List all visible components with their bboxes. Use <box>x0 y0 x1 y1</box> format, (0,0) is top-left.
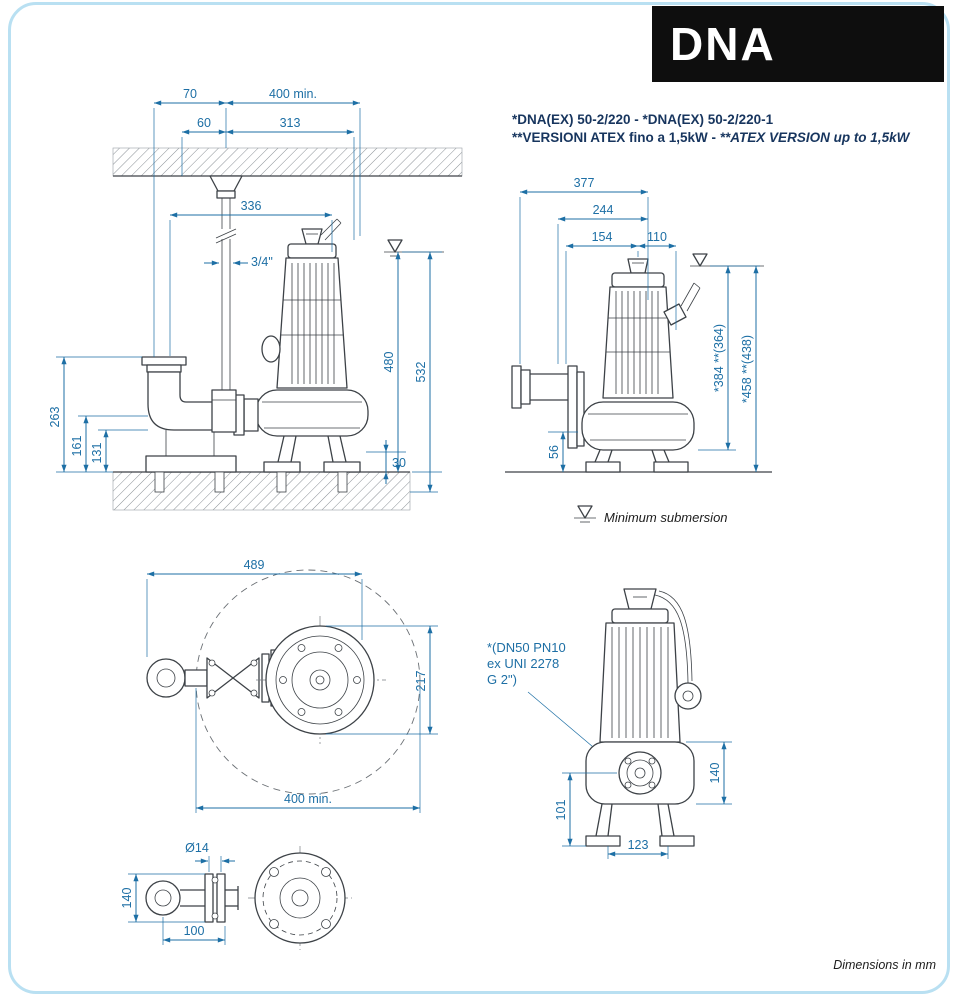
series-name: DNA <box>670 18 776 70</box>
submersible-pump-side <box>581 258 701 473</box>
dimensions-coupling: Ø14 140 100 <box>120 841 235 945</box>
coupling-plan <box>146 649 279 707</box>
dim-30: 30 <box>392 456 406 470</box>
water-level-icon <box>574 505 596 523</box>
model-designations: *DNA(EX) 50-2/220 - *DNA(EX) 50-2/220-1 <box>512 112 774 127</box>
dim-100: 100 <box>184 924 205 938</box>
submersible-pump <box>211 218 369 493</box>
dim-480: 480 <box>382 352 396 373</box>
dim-313: 313 <box>280 116 301 130</box>
guide-pipe <box>209 175 243 392</box>
dim-489: 489 <box>244 558 265 572</box>
dim-56: 56 <box>547 445 561 459</box>
coupling-side <box>145 873 239 923</box>
dim-532: 532 <box>414 362 428 383</box>
dimensions-plan: 489 217 400 min. <box>146 558 438 813</box>
atex-note-it: **VERSIONI ATEX fino a 1,5kW - <box>512 130 720 145</box>
dim-110: 110 <box>647 230 667 244</box>
pump-front <box>585 588 702 847</box>
water-level-icon <box>384 239 444 257</box>
dimensions-side: 377 244 154 110 *384 **(364) *458 **(438… <box>519 176 760 472</box>
units-note: Dimensions in mm <box>833 958 936 972</box>
dim-hole-dia-14: Ø14 <box>185 841 209 855</box>
page-border <box>8 2 950 994</box>
dim-244: 244 <box>593 203 614 217</box>
dim-161: 161 <box>70 436 84 457</box>
dim-123: 123 <box>628 838 649 852</box>
atex-note: **VERSIONI ATEX fino a 1,5kW - **ATEX VE… <box>512 130 911 145</box>
installation-view: 70 400 min. 60 313 336 3/4" 480 532 <box>48 87 463 511</box>
dimensions-front: 140 101 123 <box>554 741 732 859</box>
note-line-1: *(DN50 PN10 <box>487 640 566 655</box>
dim-263: 263 <box>48 407 62 428</box>
dim-101: 101 <box>554 800 568 821</box>
dim-70: 70 <box>183 87 197 101</box>
atex-note-en: **ATEX VERSION up to 1,5kW <box>720 130 911 145</box>
dn50-note: *(DN50 PN10 ex UNI 2278 G 2") <box>487 640 613 764</box>
dim-140-coupling: 140 <box>120 888 134 909</box>
ceiling-slab <box>112 147 463 177</box>
coupling-view: Ø14 140 100 <box>120 841 352 950</box>
dim-217: 217 <box>414 671 428 692</box>
outlet-elbow <box>511 365 585 449</box>
plan-view: 489 217 400 min. <box>146 558 438 813</box>
note-line-2: ex UNI 2278 <box>487 656 559 671</box>
dim-154: 154 <box>592 230 613 244</box>
minimum-submersion-legend: Minimum submersion <box>574 505 728 525</box>
dimensions-installation: 70 400 min. 60 313 336 3/4" 480 532 <box>48 87 442 493</box>
water-level-icon <box>690 253 764 267</box>
dim-guide-pipe: 3/4" <box>251 255 273 269</box>
dim-384: *384 **(364) <box>712 324 726 392</box>
dim-400-min-plan: 400 min. <box>284 792 332 806</box>
dim-400-min: 400 min. <box>269 87 317 101</box>
dim-131: 131 <box>90 443 104 464</box>
dim-377: 377 <box>574 176 595 190</box>
dim-458: *458 **(438) <box>740 335 754 403</box>
series-badge: DNA <box>652 6 944 82</box>
side-view: 377 244 154 110 *384 **(364) *458 **(438… <box>505 176 772 473</box>
dim-60: 60 <box>197 116 211 130</box>
dim-336: 336 <box>241 199 262 213</box>
flange-end-view <box>248 846 352 950</box>
dim-140-front: 140 <box>708 763 722 784</box>
note-line-3: G 2") <box>487 672 517 687</box>
front-view: *(DN50 PN10 ex UNI 2278 G 2") <box>487 588 732 859</box>
legend-label: Minimum submersion <box>604 510 728 525</box>
pump-plan <box>256 616 386 744</box>
